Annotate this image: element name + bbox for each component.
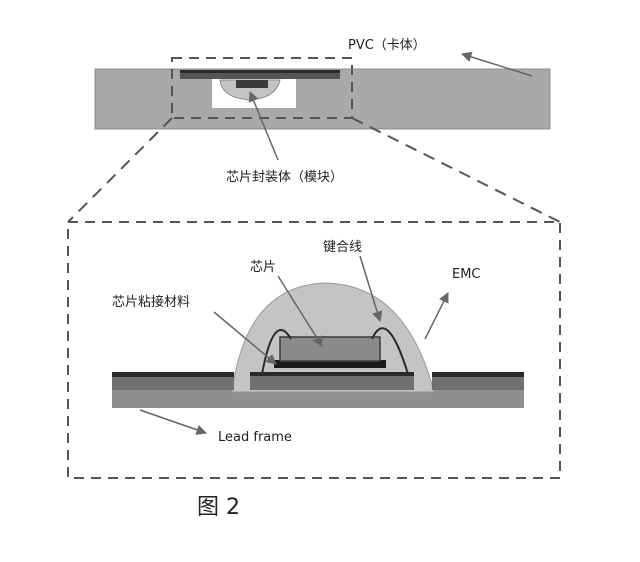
- zoom-line-left: [67, 117, 173, 223]
- package-detail: [112, 282, 524, 408]
- label-emc: EMC: [452, 267, 481, 282]
- detail-dashed-box: [67, 221, 561, 479]
- chip-die: [279, 336, 381, 362]
- label-pvc: PVC（卡体）: [348, 38, 426, 53]
- arrow-emc: [424, 292, 449, 340]
- arrow-pvc: [460, 51, 533, 77]
- arrow-module: [248, 91, 279, 161]
- label-wire: 键合线: [323, 240, 362, 255]
- label-adhesive: 芯片粘接材料: [112, 294, 190, 310]
- die-attach-layer: [274, 360, 386, 368]
- arrow-wire: [359, 255, 383, 323]
- label-chip: 芯片: [250, 260, 276, 275]
- leader-arrows: [139, 51, 533, 435]
- small-module-lead-frame: [180, 70, 340, 79]
- card-cross-section: [94, 57, 551, 130]
- zoom-line-right: [351, 117, 561, 223]
- small-module-chip: [236, 80, 268, 88]
- label-module: 芯片封装体（模块）: [226, 170, 343, 185]
- bond-wire-left: [261, 329, 292, 375]
- label-lead-frame: Lead frame: [218, 430, 292, 445]
- lead-center: [250, 372, 414, 390]
- arrow-adhesive: [213, 311, 277, 365]
- arrow-chip: [277, 275, 323, 347]
- figure-caption: 图 2: [197, 495, 240, 520]
- bond-wire-right: [371, 327, 409, 375]
- module-dashed-outline: [171, 57, 353, 119]
- arrow-lead-frame: [139, 409, 207, 435]
